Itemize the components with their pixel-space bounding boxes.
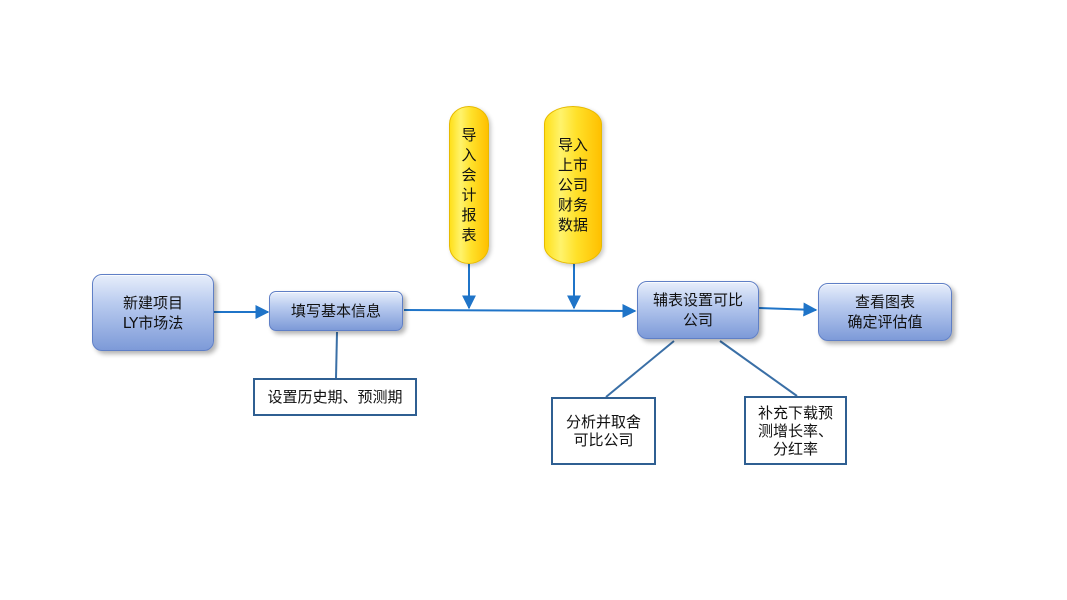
- fill-basic-info-node: 填写基本信息: [269, 291, 403, 331]
- analyze-comparables-label: 分析并取舍 可比公司: [565, 413, 641, 449]
- new-project-label: 新建项目 LY市场法: [122, 293, 184, 332]
- import-accounting-statements-label: 导 入 会 计 报 表: [461, 126, 477, 244]
- supplement-download-label: 补充下载预 测增长率、 分红率: [757, 403, 833, 458]
- aux-table-comparable-label: 辅表设置可比 公司: [652, 291, 743, 329]
- import-listed-company-data-label: 导入 上市 公司 财务 数据: [557, 136, 588, 234]
- view-chart-valuation-label: 查看图表 确定评估值: [847, 293, 923, 331]
- arrow-fill-to-aux: [403, 303, 637, 318]
- import-accounting-statements-cylinder: 导 入 会 计 报 表: [449, 106, 489, 264]
- arrow-aux-to-view: [758, 302, 818, 317]
- analyze-comparables-note: 分析并取舍 可比公司: [551, 397, 656, 465]
- history-forecast-note: 设置历史期、预测期: [253, 378, 417, 416]
- fill-basic-info-label: 填写基本信息: [290, 302, 381, 320]
- aux-table-comparable-node: 辅表设置可比 公司: [637, 281, 759, 339]
- import-listed-company-data-cylinder: 导入 上市 公司 财务 数据: [544, 106, 602, 264]
- new-project-node: 新建项目 LY市场法: [92, 274, 214, 351]
- view-chart-valuation-node: 查看图表 确定评估值: [818, 283, 952, 341]
- history-forecast-label: 设置历史期、预测期: [267, 388, 403, 406]
- line-aux-to-supplement: [719, 340, 798, 397]
- line-aux-to-analyze: [605, 340, 675, 398]
- line-fill-to-history: [335, 331, 338, 379]
- supplement-download-note: 补充下载预 测增长率、 分红率: [744, 396, 847, 465]
